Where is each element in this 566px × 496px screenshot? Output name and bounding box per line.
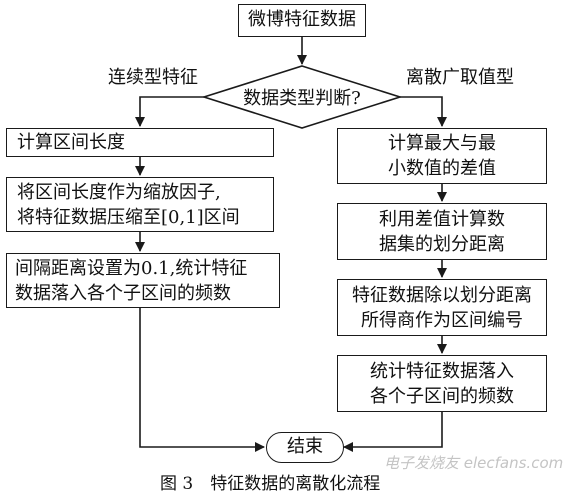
step-count-continuous-line-1: 间隔距离设置为0.1,统计特征 xyxy=(15,258,248,279)
step-compute-max-min-diff: 计算最大与最 小数值的差值 xyxy=(337,128,547,184)
step-compute-interval-length: 计算区间长度 xyxy=(6,128,274,157)
watermark: 电子发烧友 elecfans.com xyxy=(384,454,564,472)
start-label: 微博特征数据 xyxy=(248,9,356,30)
end-label: 结束 xyxy=(287,436,323,457)
step-count-continuous-line-2: 数据落入各个子区间的频数 xyxy=(15,283,231,304)
arrow-decision-to-right xyxy=(400,96,447,127)
step-scale-line-2: 将特征数据压缩至[0,1]区间 xyxy=(17,207,240,228)
step-scale-line-1: 将区间长度作为缩放因子, xyxy=(17,182,221,203)
step-count-discrete-line-2: 各个子区间的频数 xyxy=(370,386,514,407)
step-partition-line-1: 利用差值计算数 xyxy=(379,209,505,230)
step-divide-line-2: 所得商作为区间编号 xyxy=(361,310,523,331)
step-count-frequency-continuous: 间隔距离设置为0.1,统计特征 数据落入各个子区间的频数 xyxy=(6,253,280,308)
step-compute-interval-length-text: 计算区间长度 xyxy=(17,132,125,153)
decision-diamond xyxy=(201,65,403,129)
left-branch-label: 连续型特征 xyxy=(108,67,198,88)
step-count-discrete-line-1: 统计特征数据落入 xyxy=(370,361,514,382)
step-count-frequency-discrete: 统计特征数据落入 各个子区间的频数 xyxy=(337,355,547,412)
step-scale-to-unit-interval: 将区间长度作为缩放因子, 将特征数据压缩至[0,1]区间 xyxy=(6,177,274,232)
right-branch-label: 离散广取值型 xyxy=(406,67,514,88)
step-maxmin-line-2: 小数值的差值 xyxy=(388,158,496,179)
figure-caption: 图 3 特征数据的离散化流程 xyxy=(160,474,381,494)
start-node: 微博特征数据 xyxy=(238,4,366,37)
step-divide-as-interval-id: 特征数据除以划分距离 所得商作为区间编号 xyxy=(337,279,547,336)
step-maxmin-line-1: 计算最大与最 xyxy=(388,133,496,154)
decision-label: 数据类型判断? xyxy=(243,88,361,109)
step-partition-line-2: 据集的划分距离 xyxy=(379,234,505,255)
arrow-decision-to-left xyxy=(135,96,204,127)
step-divide-line-1: 特征数据除以划分距离 xyxy=(352,285,532,306)
arrow-d4-to-end xyxy=(343,412,443,452)
arrow-c3-to-end xyxy=(139,308,265,452)
end-node: 结束 xyxy=(266,432,344,463)
step-compute-partition-distance: 利用差值计算数 据集的划分距离 xyxy=(337,203,547,260)
